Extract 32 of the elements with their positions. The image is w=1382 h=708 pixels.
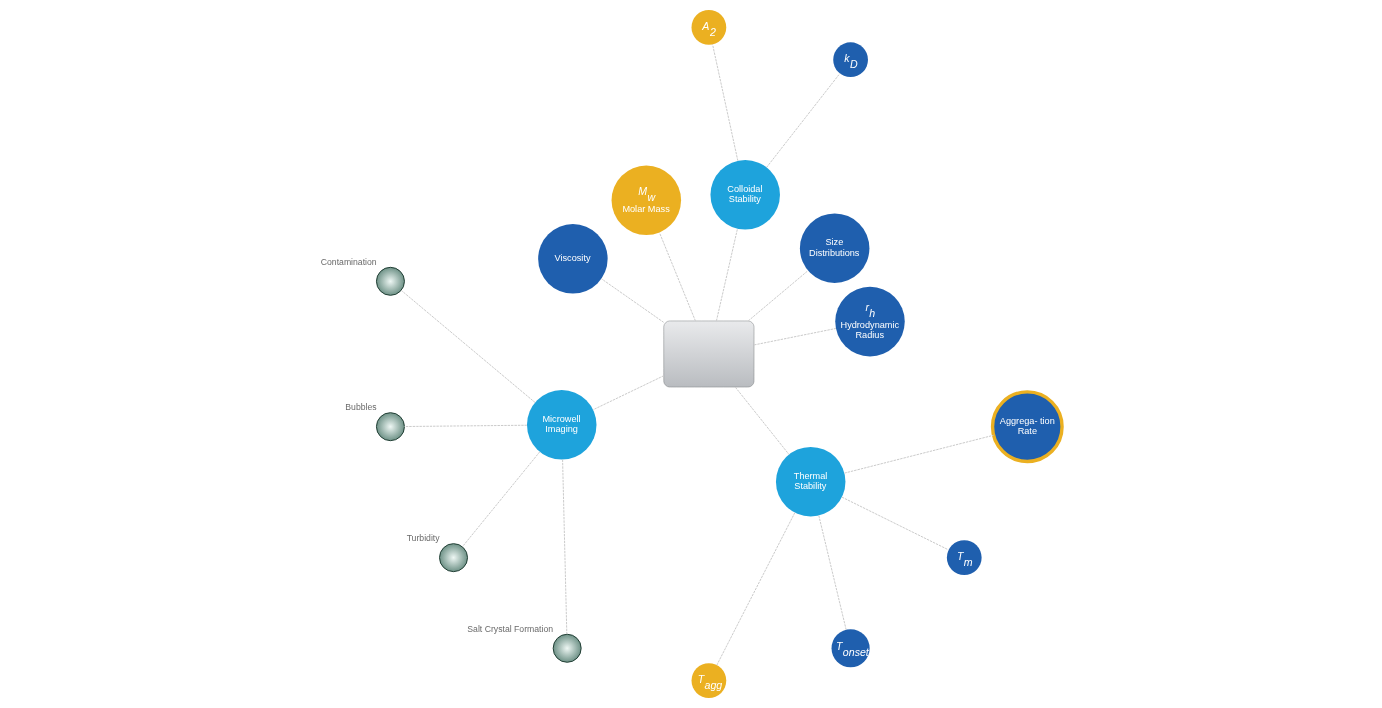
node-picture <box>663 320 754 388</box>
connector <box>400 289 535 403</box>
connector <box>765 73 840 168</box>
connector <box>715 228 738 322</box>
node-circle: Viscosity <box>537 224 608 294</box>
connector <box>715 512 795 666</box>
connector <box>817 515 847 631</box>
node-label: Salt Crystal Formation <box>466 623 553 634</box>
node-circle: Size Distributions <box>799 213 869 283</box>
node-picture <box>438 543 468 573</box>
node-circle: Thermal Stability <box>775 446 845 517</box>
node-picture <box>375 412 405 442</box>
connector <box>403 424 527 427</box>
connector <box>753 328 836 346</box>
connector <box>843 434 994 474</box>
connector <box>600 278 664 323</box>
node-label: Contamination <box>320 256 377 267</box>
connector <box>561 459 567 635</box>
connector <box>840 496 949 551</box>
connector <box>734 386 789 455</box>
node-label: Turbidity <box>406 532 440 543</box>
node-circle: Microwell Imaging <box>526 390 596 460</box>
node-label: Bubbles <box>344 401 377 412</box>
node-circle: Aggrega- tion Rate <box>990 390 1064 464</box>
connector <box>592 375 664 411</box>
connector <box>711 44 738 162</box>
connector <box>658 232 696 322</box>
connector <box>747 270 808 322</box>
node-picture <box>552 633 582 663</box>
node-picture <box>375 266 405 296</box>
node-circle: Colloidal Stability <box>709 160 780 230</box>
connector <box>461 451 540 548</box>
